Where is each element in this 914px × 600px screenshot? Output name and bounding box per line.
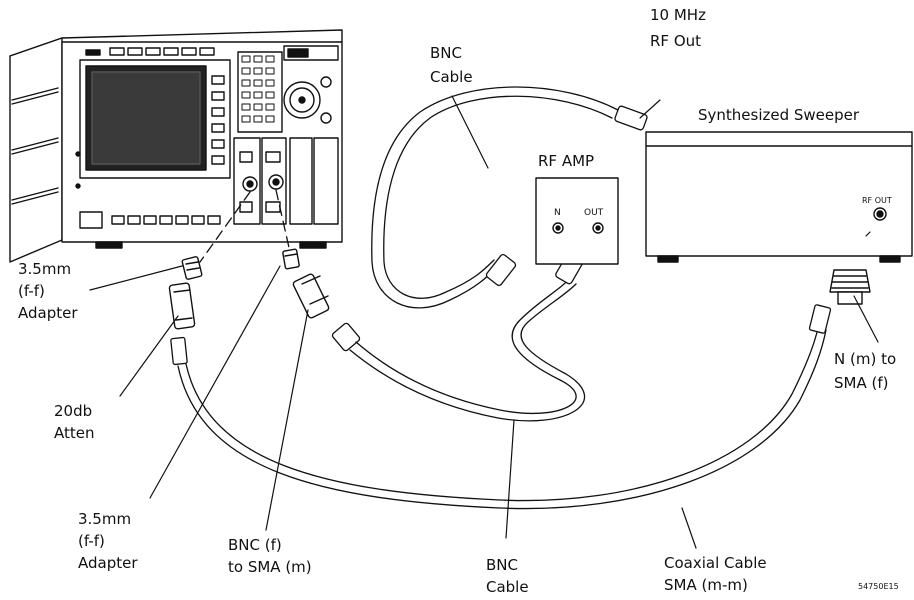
label-n-to-sma-2: SMA (f) [834, 374, 889, 392]
label-atten-2: Atten [54, 424, 95, 442]
label-bnc-sma-2: to SMA (m) [228, 558, 312, 576]
label-bnc-cable-top-1: BNC [430, 44, 462, 62]
label-bnc-cable-bottom-2: Cable [486, 578, 529, 596]
coaxial-cable-sma [170, 304, 832, 510]
connection-guides [199, 189, 291, 263]
figure-id: 54750E15 [858, 582, 899, 591]
label-bnc-sma-1: BNC (f) [228, 536, 282, 554]
label-adapter-mid-3: Adapter [78, 554, 138, 572]
label-adapter-mid-1: 3.5mm [78, 510, 132, 528]
leader-lines [89, 95, 879, 549]
adapter-3-5mm-left [181, 256, 203, 280]
label-adapter-left-1: 3.5mm [18, 260, 72, 278]
synthesized-sweeper [645, 131, 913, 263]
label-sweeper-rf-out: RF OUT [862, 196, 892, 205]
label-rf-out-top: RF Out [650, 32, 702, 50]
n-to-sma-adapter [829, 269, 871, 305]
attenuator-20db [168, 282, 196, 330]
bnc-to-sma-adapter [292, 273, 330, 319]
bnc-cable-upper [371, 86, 648, 309]
label-rf-amp: RF AMP [538, 152, 595, 170]
label-10mhz: 10 MHz [650, 6, 706, 24]
label-coaxial-cable-1: Coaxial Cable [664, 554, 767, 572]
label-adapter-mid-2: (f-f) [78, 532, 105, 550]
oscilloscope-mainframe [9, 29, 343, 263]
label-adapter-left-3: Adapter [18, 304, 78, 322]
label-bnc-cable-top-2: Cable [430, 68, 473, 86]
adapter-3-5mm-mid [282, 248, 300, 270]
label-amp-out: OUT [584, 208, 604, 218]
label-atten-1: 20db [54, 402, 93, 420]
label-coaxial-cable-2: SMA (m-m) [664, 576, 748, 594]
rf-amplifier [535, 177, 619, 265]
bnc-cable-lower [331, 253, 586, 422]
label-amp-in: N [554, 208, 561, 218]
label-adapter-left-2: (f-f) [18, 282, 45, 300]
label-n-to-sma-1: N (m) to [834, 350, 897, 368]
label-synthesized-sweeper: Synthesized Sweeper [698, 106, 860, 124]
label-bnc-cable-bottom-1: BNC [486, 556, 518, 574]
